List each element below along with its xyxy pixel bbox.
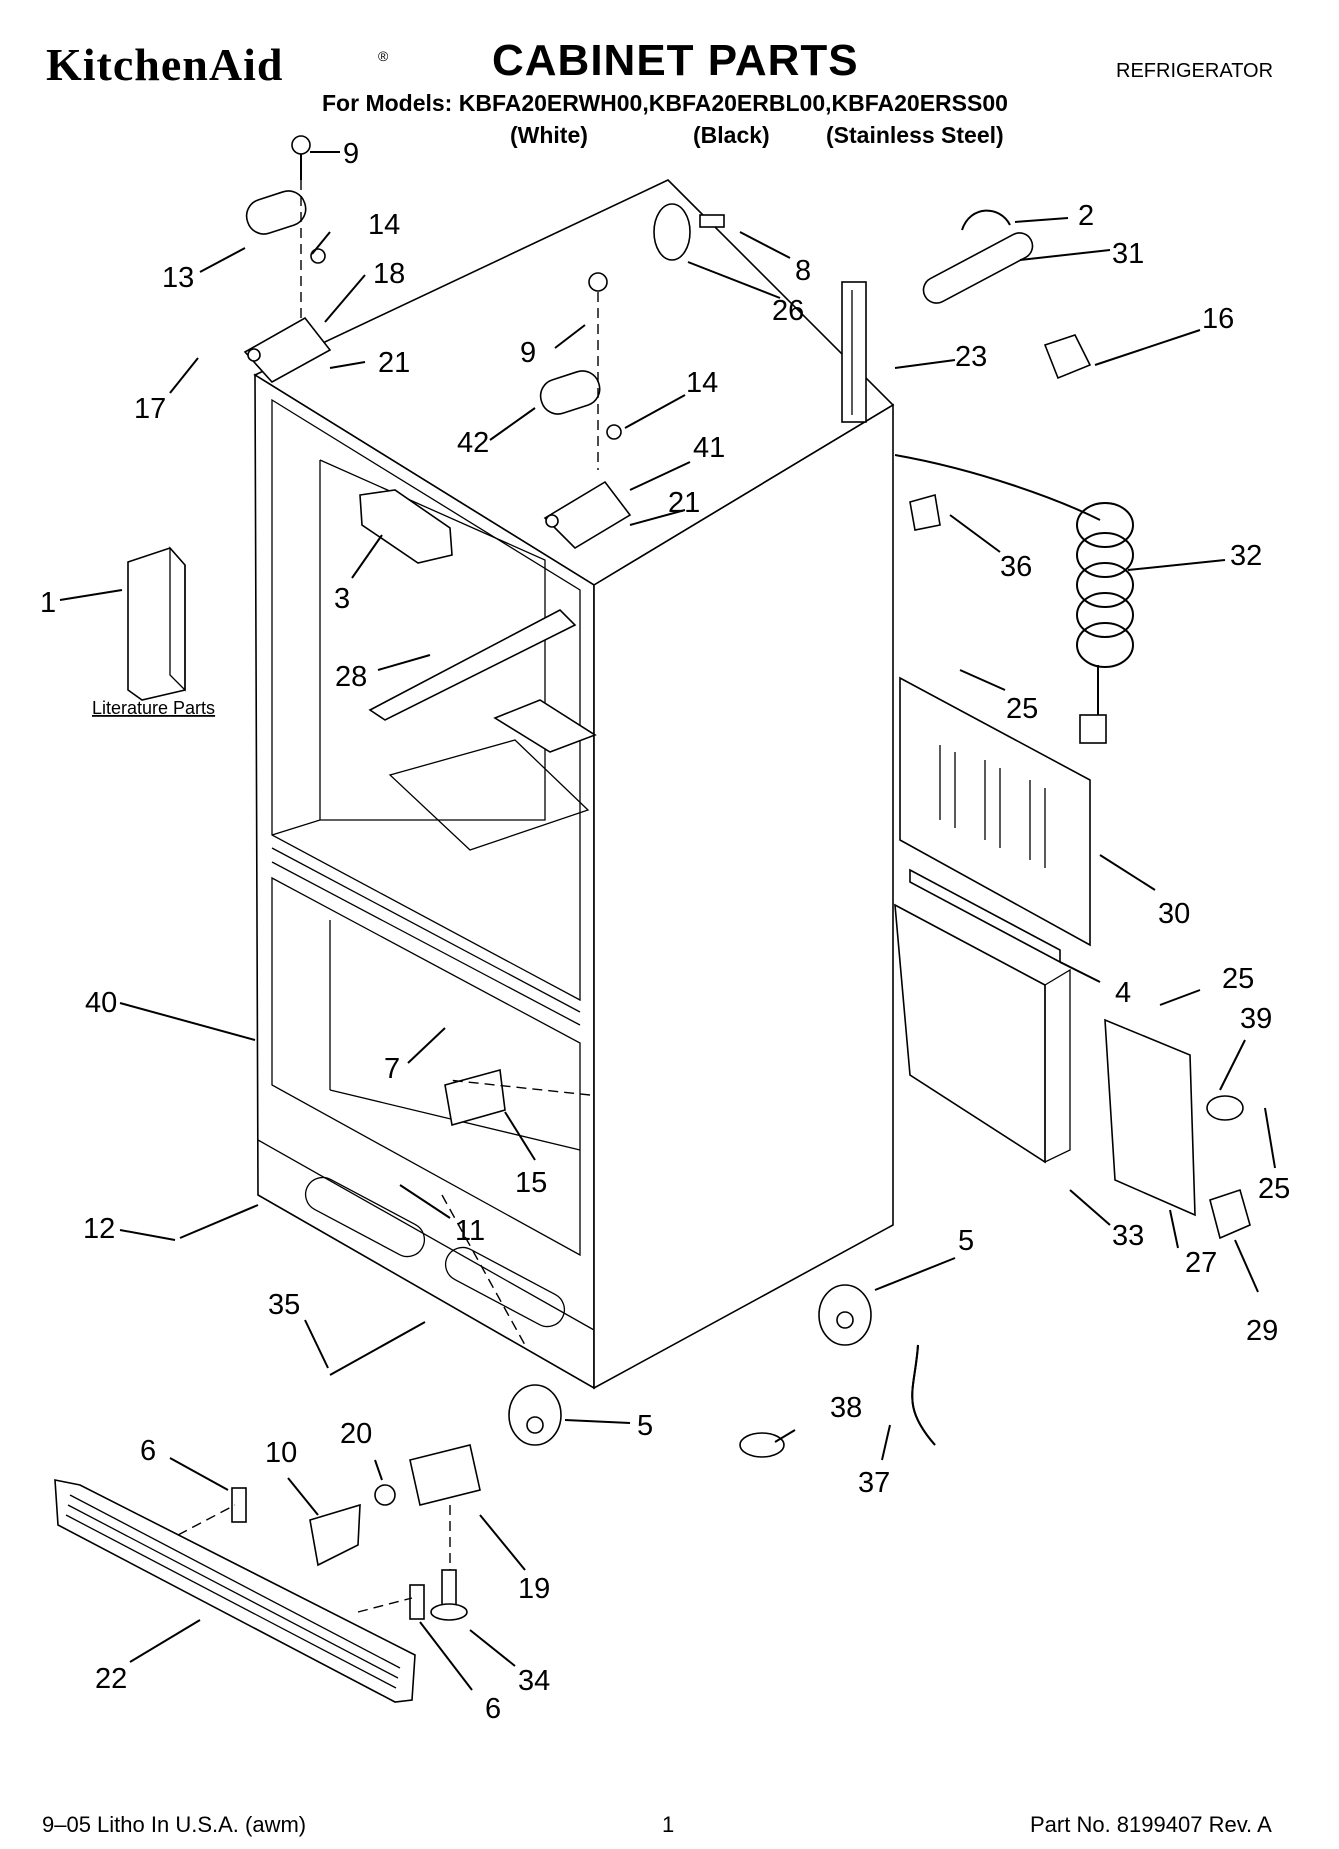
screw-35 <box>329 1321 426 1376</box>
variant-stainless: (Stainless Steel) <box>826 122 1004 148</box>
clamp-38 <box>739 1432 785 1458</box>
screw-12 <box>179 1204 259 1239</box>
registered-mark: ® <box>378 48 389 64</box>
footer-page-number: 1 <box>662 1812 675 1837</box>
callout-27: 27 <box>1185 1247 1217 1279</box>
callout-25-right: 25 <box>1258 1173 1290 1205</box>
power-cord <box>894 454 1134 744</box>
callout-14-left: 14 <box>368 209 400 241</box>
callout-12: 12 <box>83 1213 115 1245</box>
clip-6-lower <box>409 1584 425 1620</box>
callout-21-left: 21 <box>378 347 410 379</box>
callout-21-right: 21 <box>668 487 700 519</box>
callout-28: 28 <box>335 661 367 693</box>
clip-36 <box>909 493 941 531</box>
callout-37: 37 <box>858 1467 890 1499</box>
callout-39: 39 <box>1240 1003 1272 1035</box>
callout-33: 33 <box>1112 1220 1144 1252</box>
callout-36: 36 <box>1000 551 1032 583</box>
base-grille <box>54 1479 416 1703</box>
callout-29: 29 <box>1246 1315 1278 1347</box>
literature-parts-label: Literature Parts <box>92 698 215 718</box>
callout-41: 41 <box>693 432 725 464</box>
top-hinge-right <box>539 272 632 550</box>
callout-13: 13 <box>162 262 194 294</box>
clamp-39 <box>1206 1095 1244 1121</box>
callout-40: 40 <box>85 987 117 1019</box>
callout-5-right: 5 <box>958 1225 974 1257</box>
compressor-shield <box>894 903 1071 1164</box>
rear-access-cover <box>899 676 1091 947</box>
assembly-dashes <box>177 180 599 1613</box>
literature-booklet <box>127 546 186 701</box>
callout-8: 8 <box>795 255 811 287</box>
callout-26: 26 <box>772 295 804 327</box>
callout-6-upper: 6 <box>140 1435 156 1467</box>
callout-11: 11 <box>455 1215 485 1247</box>
leveling-bracket <box>409 1444 481 1621</box>
callout-34: 34 <box>518 1665 550 1697</box>
variant-black: (Black) <box>693 122 770 148</box>
model-list: For Models: KBFA20ERWH00,KBFA20ERBL00,KB… <box>322 90 1008 116</box>
screw-20 <box>374 1484 396 1506</box>
callout-25-top: 25 <box>1006 693 1038 725</box>
cover-29 <box>1209 1188 1251 1240</box>
callout-14-right: 14 <box>686 367 718 399</box>
callout-9-right: 9 <box>520 337 536 369</box>
callout-4: 4 <box>1115 977 1131 1009</box>
water-tube <box>922 209 1034 304</box>
door-closer-roller <box>653 203 725 261</box>
callout-19: 19 <box>518 1573 550 1605</box>
callout-17: 17 <box>134 393 166 425</box>
front-caster <box>508 1384 562 1446</box>
callout-35: 35 <box>268 1289 300 1321</box>
callout-22: 22 <box>95 1663 127 1695</box>
rear-caster <box>818 1284 872 1346</box>
brand-logo: KitchenAid <box>46 39 284 90</box>
clip-6-upper <box>231 1487 247 1523</box>
footer-part-number: Part No. 8199407 Rev. A <box>1030 1812 1272 1837</box>
callout-6-lower: 6 <box>485 1693 501 1725</box>
callout-15: 15 <box>515 1167 547 1199</box>
top-hinge-left <box>243 135 332 384</box>
callout-2: 2 <box>1078 200 1094 232</box>
page-title: CABINET PARTS <box>492 36 859 85</box>
bracket-27 <box>1104 1018 1196 1217</box>
callout-31: 31 <box>1112 238 1144 270</box>
gasket-strip <box>841 281 867 423</box>
footer-print-info: 9–05 Litho In U.S.A. (awm) <box>42 1812 307 1837</box>
callout-30: 30 <box>1158 898 1190 930</box>
callout-3: 3 <box>334 583 350 615</box>
callout-10: 10 <box>265 1437 297 1469</box>
callout-38: 38 <box>830 1392 862 1424</box>
callout-7: 7 <box>384 1053 400 1085</box>
callout-32: 32 <box>1230 540 1262 572</box>
clip-16 <box>1043 334 1092 380</box>
callout-20: 20 <box>340 1418 372 1450</box>
refrigerator-cabinet <box>253 179 895 1390</box>
callout-25-mid: 25 <box>1222 963 1254 995</box>
bracket-10 <box>309 1503 361 1567</box>
variant-white: (White) <box>510 122 588 148</box>
callout-16: 16 <box>1202 303 1234 335</box>
leader-lines <box>59 151 1276 1691</box>
callout-labels: 9 14 18 13 21 17 8 26 2 31 16 23 9 42 14… <box>40 138 1290 1725</box>
callout-5-front: 5 <box>637 1410 653 1442</box>
appliance-category: REFRIGERATOR <box>1116 60 1274 82</box>
callout-9-left: 9 <box>343 138 359 170</box>
callout-42: 42 <box>457 427 489 459</box>
callout-18: 18 <box>373 258 405 290</box>
callout-23: 23 <box>955 341 987 373</box>
callout-1: 1 <box>40 587 56 619</box>
